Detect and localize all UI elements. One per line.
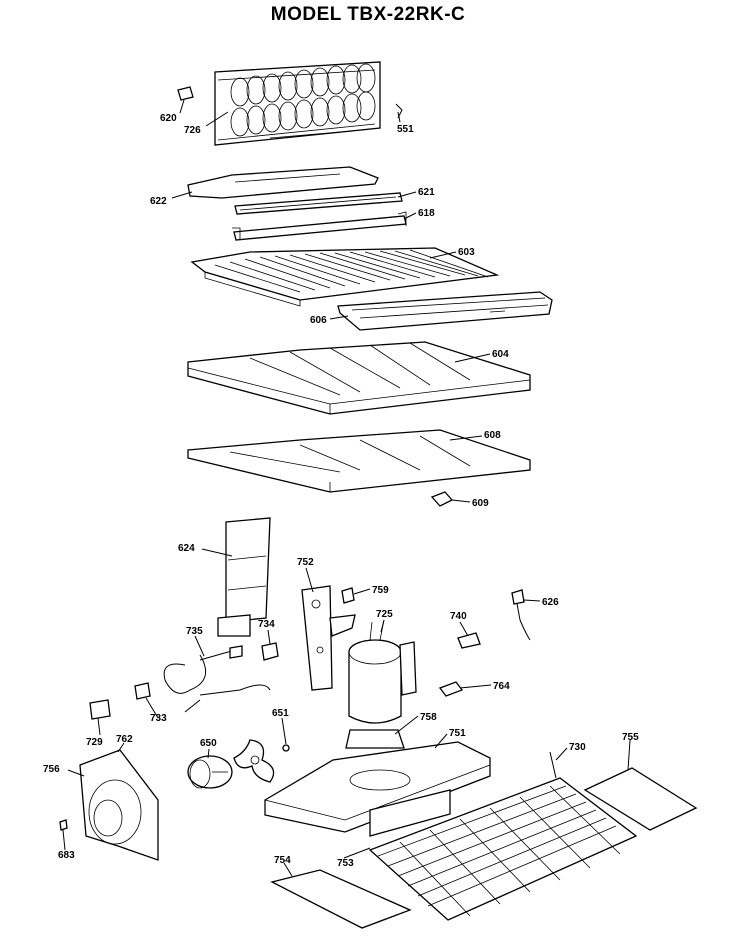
overload-733 bbox=[134, 682, 151, 700]
label-626: 626 bbox=[542, 597, 559, 608]
leader-lines bbox=[62, 99, 631, 877]
label-603: 603 bbox=[458, 247, 475, 258]
label-752: 752 bbox=[297, 557, 314, 568]
fan-motor-650 bbox=[187, 755, 233, 789]
label-751: 751 bbox=[449, 728, 466, 739]
label-755: 755 bbox=[622, 732, 639, 743]
condenser-730 bbox=[368, 751, 638, 921]
capacitor-729 bbox=[89, 699, 111, 720]
label-609: 609 bbox=[472, 498, 489, 509]
clip-764 bbox=[438, 681, 464, 697]
label-762: 762 bbox=[116, 734, 133, 745]
label-730: 730 bbox=[569, 742, 586, 753]
label-725: 725 bbox=[376, 609, 393, 620]
label-733: 733 bbox=[150, 713, 167, 724]
grommet-620 bbox=[177, 86, 194, 101]
fan-shroud-756 bbox=[79, 749, 159, 861]
label-608: 608 bbox=[484, 430, 501, 441]
label-551: 551 bbox=[397, 124, 414, 135]
compressor-725 bbox=[348, 619, 417, 724]
bracket-752 bbox=[301, 585, 356, 691]
drain-fitting-609 bbox=[430, 491, 454, 507]
screw-683 bbox=[59, 819, 68, 831]
base-pan-751 bbox=[264, 741, 491, 837]
label-624: 624 bbox=[178, 543, 195, 554]
clip-740 bbox=[457, 632, 481, 649]
label-729: 729 bbox=[86, 737, 103, 748]
part-labels: 620 726 551 622 621 618 603 606 604 608 … bbox=[43, 113, 639, 869]
panel-754 bbox=[270, 869, 412, 929]
rail-621 bbox=[234, 192, 403, 215]
label-758: 758 bbox=[420, 712, 437, 723]
rail-618 bbox=[232, 211, 407, 241]
evaporator-cover bbox=[187, 166, 379, 199]
tray-608 bbox=[187, 429, 531, 493]
label-622: 622 bbox=[150, 196, 167, 207]
label-756: 756 bbox=[43, 764, 60, 775]
label-618: 618 bbox=[418, 208, 435, 219]
label-621: 621 bbox=[418, 187, 435, 198]
label-735: 735 bbox=[186, 626, 203, 637]
label-651: 651 bbox=[272, 708, 289, 719]
shelf-603 bbox=[190, 247, 500, 307]
evaporator-coil bbox=[214, 61, 381, 146]
label-683: 683 bbox=[58, 850, 75, 861]
diagram-title: MODEL TBX-22RK-C bbox=[270, 4, 466, 25]
label-754: 754 bbox=[274, 855, 291, 866]
pan-604 bbox=[187, 341, 531, 415]
label-734: 734 bbox=[258, 619, 275, 630]
wire-626 bbox=[511, 589, 531, 641]
label-620: 620 bbox=[160, 113, 177, 124]
mount-758 bbox=[345, 729, 405, 749]
label-726: 726 bbox=[184, 125, 201, 136]
relay-734 bbox=[261, 642, 279, 661]
panel-755 bbox=[583, 767, 698, 831]
fan-blade-651 bbox=[233, 739, 290, 783]
clip-551 bbox=[395, 103, 403, 119]
duct-624 bbox=[217, 517, 271, 637]
panel-606 bbox=[337, 291, 553, 331]
grommet-759 bbox=[341, 587, 355, 604]
label-753: 753 bbox=[337, 858, 354, 869]
label-764: 764 bbox=[493, 681, 510, 692]
label-740: 740 bbox=[450, 611, 467, 622]
label-604: 604 bbox=[492, 349, 509, 360]
label-606: 606 bbox=[310, 315, 327, 326]
label-759: 759 bbox=[372, 585, 389, 596]
label-650: 650 bbox=[200, 738, 217, 749]
harness-735 bbox=[163, 645, 271, 713]
